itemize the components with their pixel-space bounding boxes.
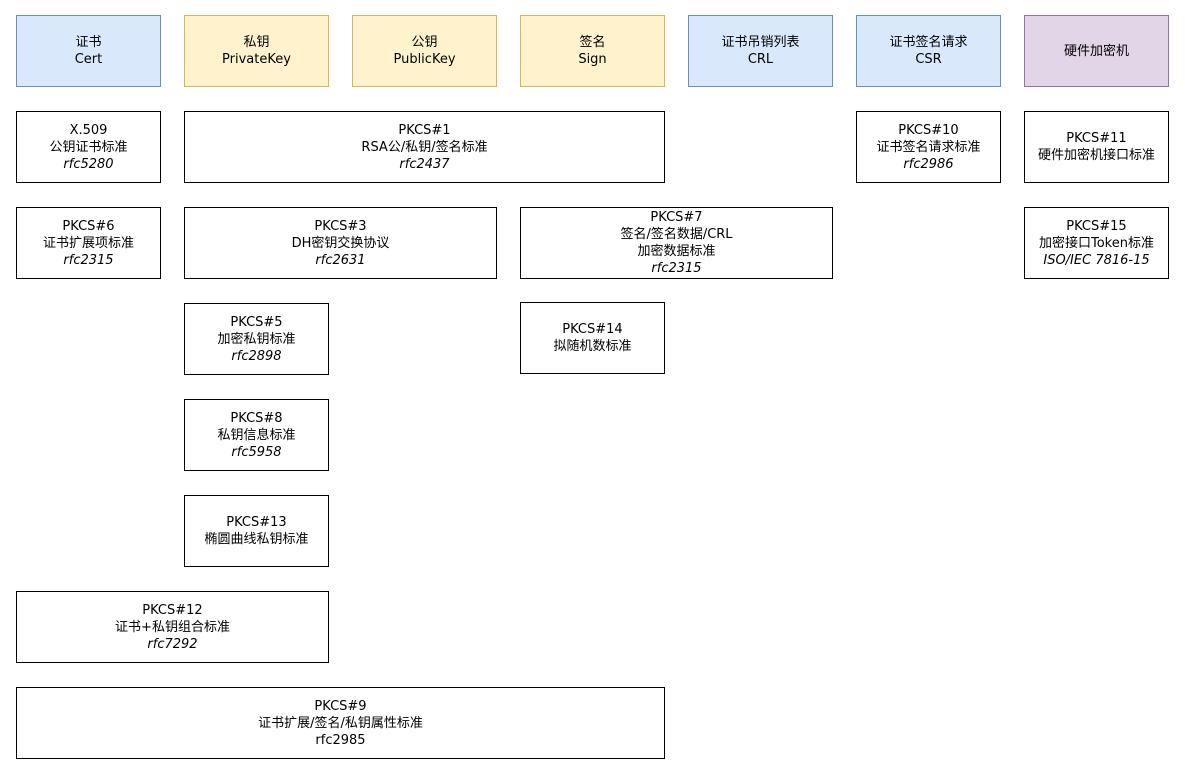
standard-name: PKCS#10	[898, 122, 959, 138]
standard-desc: DH密钥交换协议	[291, 235, 390, 251]
standard-desc: 椭圆曲线私钥标准	[204, 532, 309, 547]
category-label: 证书签名请求	[889, 35, 968, 50]
standard-pkcs14: PKCS#14 拟随机数标准	[520, 302, 665, 374]
standard-name: X.509	[69, 122, 108, 138]
standard-name: PKCS#8	[230, 410, 283, 426]
standard-ref: ISO/IEC 7816-15	[1043, 252, 1150, 268]
standard-name: PKCS#13	[226, 515, 287, 530]
category-sub-label: CSR	[915, 52, 942, 67]
standard-name: PKCS#1	[398, 122, 451, 138]
standard-desc: 证书扩展项标准	[42, 235, 134, 251]
standard-ref: rfc2631	[315, 252, 366, 268]
category-sign: 签名 Sign	[520, 15, 665, 87]
category-label: 硬件加密机	[1063, 43, 1129, 59]
standard-ref: rfc2898	[231, 348, 282, 364]
standard-pkcs7: PKCS#7 签名/签名数据/CRL 加密数据标准 rfc2315	[520, 207, 833, 279]
standard-desc-2: 加密数据标准	[637, 244, 716, 259]
standard-x509: X.509 公钥证书标准 rfc5280	[16, 111, 161, 183]
standard-ref: rfc2315	[63, 252, 114, 268]
standard-pkcs12: PKCS#12 证书+私钥组合标准 rfc7292	[16, 591, 329, 663]
category-public-key: 公钥 PublicKey	[352, 15, 497, 87]
standard-ref: rfc2985	[315, 732, 366, 748]
category-sub-label: PublicKey	[393, 52, 456, 67]
category-csr: 证书签名请求 CSR	[856, 15, 1001, 87]
standard-desc: 证书扩展/签名/私钥属性标准	[258, 715, 423, 731]
standard-pkcs9: PKCS#9 证书扩展/签名/私钥属性标准 rfc2985	[16, 687, 665, 759]
standard-ref: rfc2315	[651, 261, 702, 276]
category-sub-label: Sign	[578, 52, 607, 67]
category-label: 公钥	[411, 35, 438, 50]
category-sub-label: PrivateKey	[222, 52, 291, 67]
standard-name: PKCS#15	[1066, 218, 1127, 234]
standard-pkcs10: PKCS#10 证书签名请求标准 rfc2986	[856, 111, 1001, 183]
standard-desc: 加密私钥标准	[217, 331, 296, 347]
standard-desc: 签名/签名数据/CRL	[620, 227, 733, 242]
category-sub-label: Cert	[74, 52, 103, 67]
category-cert: 证书 Cert	[16, 15, 161, 87]
standard-desc: 证书签名请求标准	[876, 139, 981, 155]
standard-pkcs3: PKCS#3 DH密钥交换协议 rfc2631	[184, 207, 497, 279]
standard-name: PKCS#7	[650, 210, 703, 225]
standard-name: PKCS#6	[62, 218, 115, 234]
standard-ref: rfc2986	[903, 156, 954, 172]
standard-pkcs8: PKCS#8 私钥信息标准 rfc5958	[184, 399, 329, 471]
standard-ref: rfc5958	[231, 444, 282, 460]
category-label: 证书	[75, 35, 102, 50]
standard-desc: 拟随机数标准	[553, 339, 632, 354]
category-private-key: 私钥 PrivateKey	[184, 15, 329, 87]
standard-pkcs13: PKCS#13 椭圆曲线私钥标准	[184, 495, 329, 567]
category-sub-label: CRL	[747, 52, 774, 67]
category-label: 证书吊销列表	[721, 35, 800, 50]
standard-pkcs6: PKCS#6 证书扩展项标准 rfc2315	[16, 207, 161, 279]
standard-name: PKCS#11	[1066, 131, 1127, 146]
standard-ref: rfc2437	[399, 156, 450, 172]
standard-pkcs15: PKCS#15 加密接口Token标准 ISO/IEC 7816-15	[1024, 207, 1169, 279]
standard-name: PKCS#14	[562, 322, 623, 337]
standard-desc: 证书+私钥组合标准	[115, 619, 230, 635]
category-crl: 证书吊销列表 CRL	[688, 15, 833, 87]
standard-pkcs11: PKCS#11 硬件加密机接口标准	[1024, 111, 1169, 183]
standard-pkcs5: PKCS#5 加密私钥标准 rfc2898	[184, 303, 329, 375]
standard-desc: RSA公/私钥/签名标准	[361, 139, 488, 155]
standard-name: PKCS#12	[142, 602, 203, 618]
category-label: 签名	[579, 35, 606, 50]
standard-name: PKCS#3	[314, 218, 367, 234]
standard-desc: 私钥信息标准	[217, 427, 296, 443]
standard-ref: rfc5280	[63, 156, 114, 172]
standard-name: PKCS#9	[314, 698, 367, 714]
standard-desc: 公钥证书标准	[49, 139, 128, 155]
standard-name: PKCS#5	[230, 314, 283, 330]
standard-desc: 硬件加密机接口标准	[1037, 148, 1155, 163]
category-hsm: 硬件加密机	[1024, 15, 1169, 87]
category-label: 私钥	[243, 35, 270, 50]
standard-pkcs1: PKCS#1 RSA公/私钥/签名标准 rfc2437	[184, 111, 665, 183]
standard-desc: 加密接口Token标准	[1039, 235, 1154, 251]
standard-ref: rfc7292	[147, 636, 198, 652]
